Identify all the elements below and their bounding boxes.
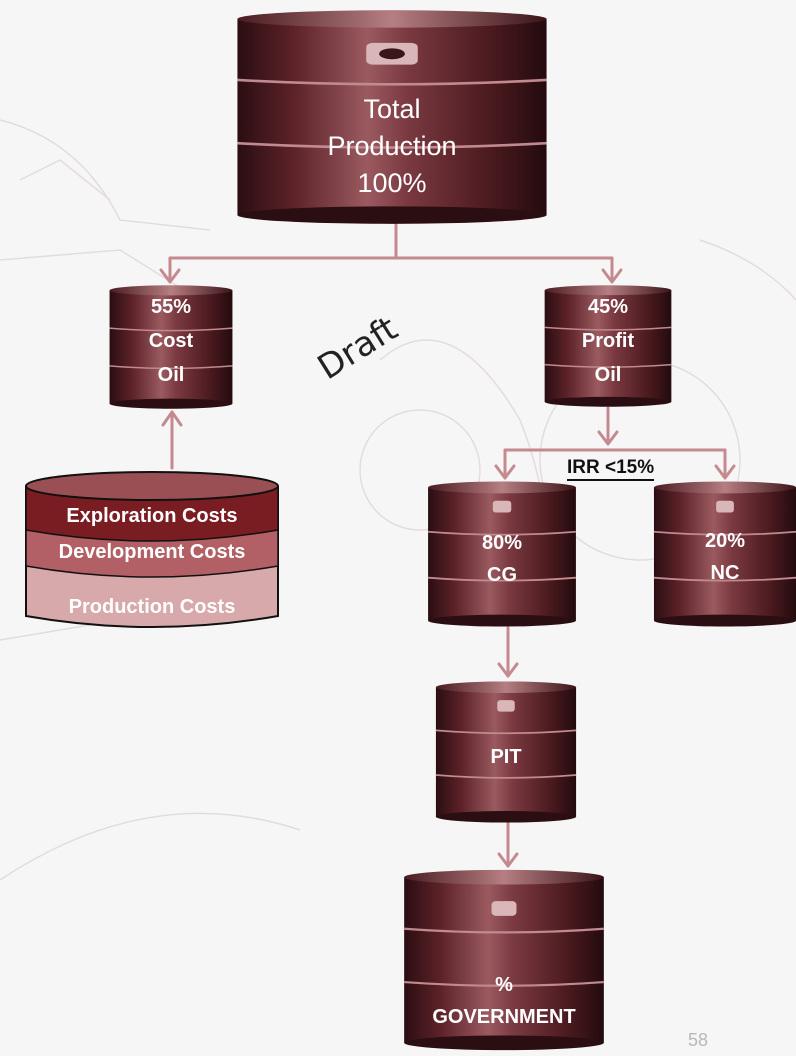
- pit-line1: PIT: [490, 746, 522, 768]
- profit-oil-line1: 45%: [587, 296, 629, 318]
- total-line1: Total: [363, 94, 421, 124]
- total-line3: 100%: [357, 168, 427, 198]
- nc-line2: NC: [710, 562, 740, 584]
- barrel-government: % GOVERNMENT: [400, 868, 608, 1052]
- exploration-costs-label: Exploration Costs: [66, 505, 238, 527]
- cg-line2: CG: [487, 564, 517, 586]
- barrel-total-production: Total Production 100%: [231, 8, 553, 226]
- government-line2: GOVERNMENT: [432, 1006, 576, 1028]
- irr-label: IRR <15%: [567, 457, 655, 481]
- cost-oil-line3: Oil: [157, 364, 185, 386]
- barrel-cost-oil: 55% Cost Oil: [107, 284, 235, 410]
- page-number: 58: [688, 1030, 709, 1050]
- total-line2: Production: [327, 131, 457, 161]
- barrel-nc: 20% NC: [651, 480, 796, 628]
- cg-line1: 80%: [481, 532, 523, 554]
- production-costs-label: Production Costs: [68, 596, 236, 618]
- nc-line1: 20%: [704, 530, 746, 552]
- cost-oil-line1: 55%: [150, 296, 192, 318]
- cost-stack: [25, 471, 279, 628]
- barrel-pit: PIT: [433, 680, 579, 824]
- profit-oil-line3: Oil: [594, 364, 622, 386]
- barrel-cg: 80% CG: [425, 480, 579, 628]
- government-line1: %: [495, 974, 513, 996]
- barrel-profit-oil: 45% Profit Oil: [542, 284, 674, 408]
- cost-oil-line2: Cost: [148, 330, 194, 352]
- development-costs-label: Development Costs: [58, 541, 246, 563]
- profit-oil-line2: Profit: [581, 330, 635, 352]
